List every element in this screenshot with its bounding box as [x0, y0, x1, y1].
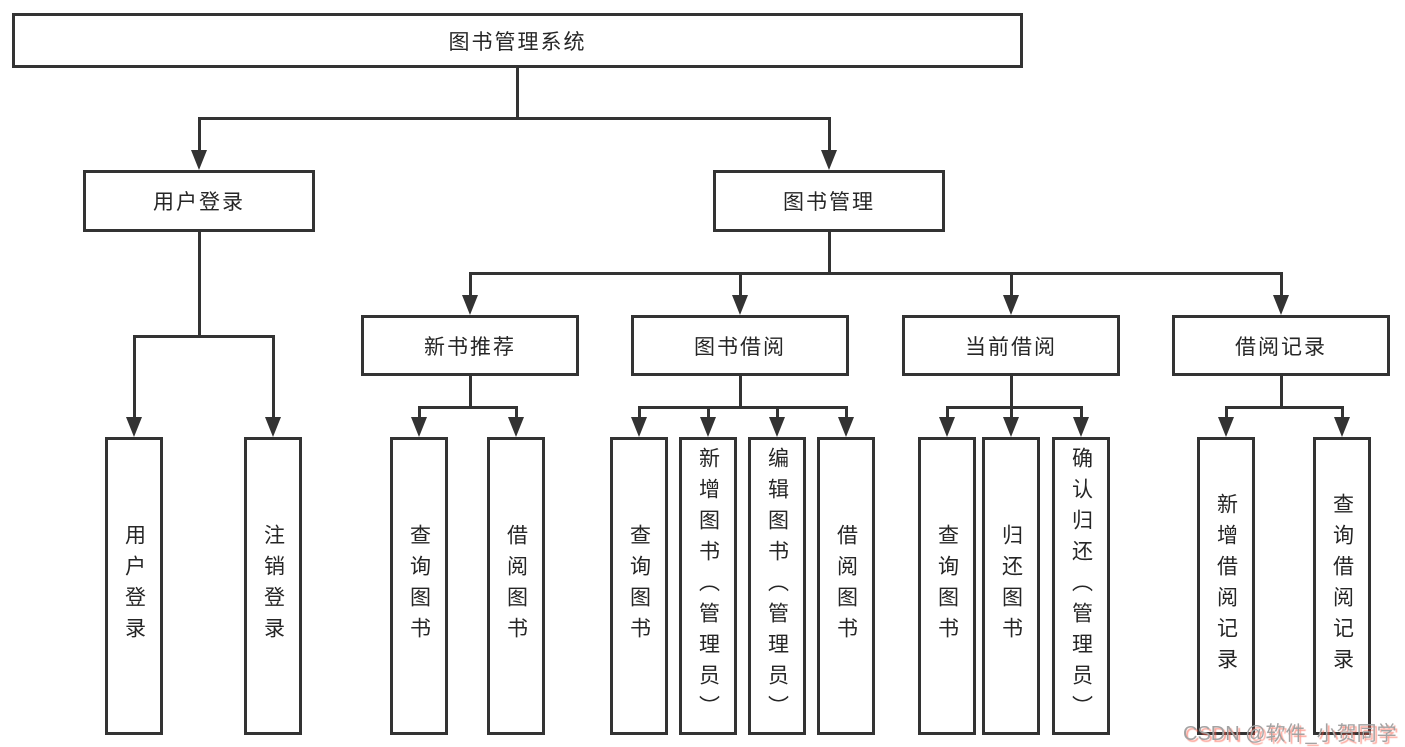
node-label: 图书借阅 — [694, 335, 786, 359]
leaf-label: 借阅图书 — [834, 524, 858, 648]
connector-line — [739, 272, 742, 296]
arrowhead-down — [126, 417, 142, 437]
connector-line — [707, 406, 710, 419]
connector-line — [515, 406, 518, 419]
leaf-current-return-books: 归还图书 — [982, 437, 1040, 735]
connector-line — [638, 406, 641, 419]
connector-line — [1341, 406, 1344, 419]
node-new-book-recommendation: 新书推荐 — [361, 315, 579, 376]
arrowhead-down — [838, 417, 854, 437]
node-current-borrowing: 当前借阅 — [902, 315, 1120, 376]
connector-line — [198, 117, 201, 151]
arrowhead-down — [1273, 295, 1289, 315]
leaf-label: 新增借阅记录 — [1214, 493, 1238, 679]
connector-line — [198, 117, 831, 120]
leaf-user-login: 用户登录 — [105, 437, 163, 735]
leaf-logout-login: 注销登录 — [244, 437, 302, 735]
leaf-borrow-query-books: 查询图书 — [610, 437, 668, 735]
node-label: 图书管理 — [783, 191, 875, 214]
arrowhead-down — [191, 150, 207, 170]
node-label: 图书管理系统 — [448, 30, 587, 54]
connector-line — [739, 375, 742, 408]
leaf-recommend-query-books: 查询图书 — [390, 437, 448, 735]
leaf-recommend-borrow-books: 借阅图书 — [487, 437, 545, 735]
connector-line — [828, 231, 831, 274]
leaf-label: 确认归还（管理员） — [1069, 446, 1093, 726]
arrowhead-down — [508, 417, 524, 437]
leaf-label: 查询图书 — [627, 524, 651, 648]
connector-line — [469, 272, 1283, 275]
node-book-management: 图书管理 — [713, 170, 945, 232]
leaf-current-confirm-return-admin: 确认归还（管理员） — [1052, 437, 1110, 735]
leaf-borrow-borrow-books: 借阅图书 — [817, 437, 875, 735]
arrowhead-down — [732, 295, 748, 315]
arrowhead-down — [462, 295, 478, 315]
node-user-login: 用户登录 — [83, 170, 315, 232]
arrowhead-down — [939, 417, 955, 437]
leaf-label: 用户登录 — [122, 524, 146, 648]
connector-line — [946, 406, 1083, 409]
node-book-borrowing: 图书借阅 — [631, 315, 849, 376]
arrowhead-down — [700, 417, 716, 437]
connector-line — [516, 66, 519, 119]
node-label: 用户登录 — [153, 191, 245, 214]
leaf-records-query-record: 查询借阅记录 — [1313, 437, 1371, 735]
leaf-label: 借阅图书 — [504, 524, 528, 648]
leaf-label: 新增图书（管理员） — [696, 446, 720, 726]
connector-line — [272, 335, 275, 419]
leaf-label: 归还图书 — [999, 524, 1023, 648]
connector-line — [1080, 406, 1083, 419]
arrowhead-down — [631, 417, 647, 437]
connector-line — [1280, 375, 1283, 408]
leaf-label: 查询图书 — [935, 524, 959, 648]
connector-line — [469, 375, 472, 408]
connector-line — [1010, 272, 1013, 296]
connector-line — [133, 335, 275, 338]
leaf-label: 编辑图书（管理员） — [765, 446, 789, 726]
arrowhead-down — [1073, 417, 1089, 437]
node-label: 当前借阅 — [965, 335, 1057, 359]
connector-line — [133, 335, 136, 419]
connector-line — [1010, 375, 1013, 408]
leaf-label: 查询借阅记录 — [1330, 493, 1354, 679]
arrowhead-down — [1334, 417, 1350, 437]
arrowhead-down — [1003, 295, 1019, 315]
connector-line — [845, 406, 848, 419]
arrowhead-down — [769, 417, 785, 437]
node-label: 借阅记录 — [1235, 335, 1327, 359]
connector-line — [1225, 406, 1344, 409]
connector-line — [1225, 406, 1228, 419]
node-borrowing-records: 借阅记录 — [1172, 315, 1390, 376]
connector-line — [469, 272, 472, 296]
connector-line — [418, 406, 421, 419]
csdn-watermark: CSDN @软件_小贺同学 — [1183, 723, 1397, 745]
leaf-borrow-edit-books-admin: 编辑图书（管理员） — [748, 437, 806, 735]
connector-line — [198, 231, 201, 337]
leaf-label: 查询图书 — [407, 524, 431, 648]
arrowhead-down — [1218, 417, 1234, 437]
arrowhead-down — [1003, 417, 1019, 437]
leaf-records-add-record: 新增借阅记录 — [1197, 437, 1255, 735]
leaf-label: 注销登录 — [261, 524, 285, 648]
arrowhead-down — [265, 417, 281, 437]
node-label: 新书推荐 — [424, 335, 516, 359]
connector-line — [828, 117, 831, 151]
connector-line — [946, 406, 949, 419]
node-library-management-system: 图书管理系统 — [12, 13, 1023, 68]
leaf-borrow-add-books-admin: 新增图书（管理员） — [679, 437, 737, 735]
connector-line — [1280, 272, 1283, 296]
arrowhead-down — [821, 150, 837, 170]
connector-line — [418, 406, 518, 409]
leaf-current-query-books: 查询图书 — [918, 437, 976, 735]
connector-line — [776, 406, 779, 419]
connector-line — [638, 406, 848, 409]
connector-line — [1010, 406, 1013, 419]
arrowhead-down — [411, 417, 427, 437]
